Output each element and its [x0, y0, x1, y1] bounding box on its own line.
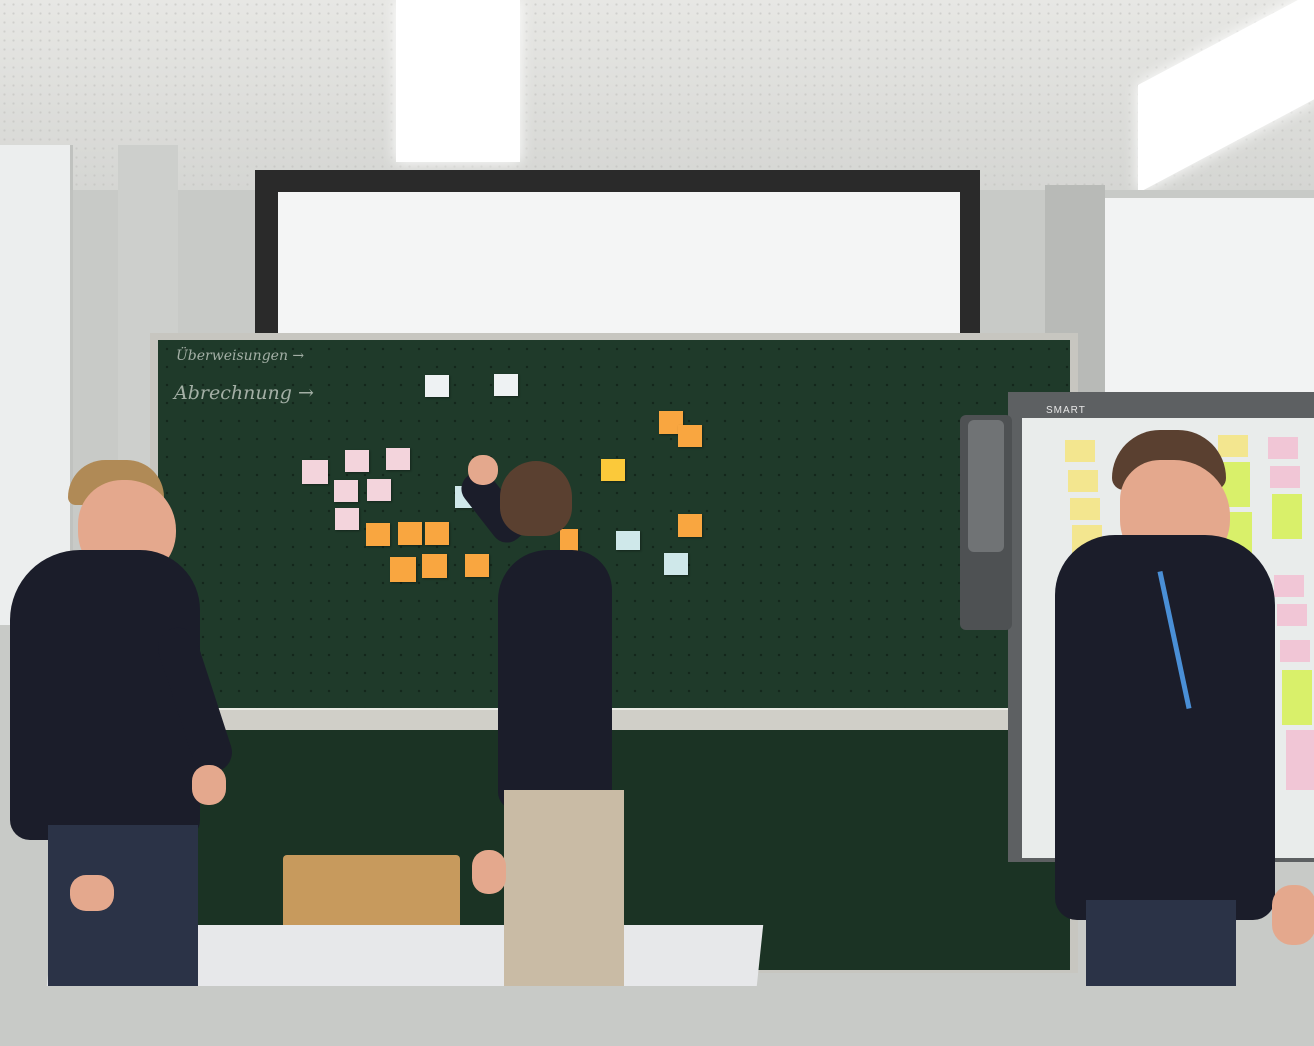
torso: [10, 550, 200, 840]
sticky-note[interactable]: [366, 523, 390, 546]
sticky-note[interactable]: [1272, 494, 1302, 539]
sticky-note[interactable]: [425, 375, 449, 397]
sticky-note[interactable]: [1282, 670, 1312, 725]
smart-board-brand: SMART: [1046, 405, 1086, 416]
sticky-note[interactable]: [678, 425, 702, 447]
board-text-line2: Abrechnung →: [174, 382, 314, 404]
sticky-note[interactable]: [560, 529, 578, 551]
hand: [472, 850, 506, 894]
chalkboard-upper-panel: [158, 340, 1070, 710]
hand: [1272, 885, 1314, 945]
sticky-note[interactable]: [465, 554, 489, 577]
sticky-note[interactable]: [1070, 498, 1100, 520]
sticky-note[interactable]: [659, 411, 683, 434]
sticky-note[interactable]: [386, 448, 410, 470]
sticky-note[interactable]: [345, 450, 369, 472]
sticky-note[interactable]: [601, 459, 625, 481]
legs: [1086, 900, 1236, 986]
trousers: [504, 790, 624, 986]
sticky-note[interactable]: [616, 531, 640, 550]
ceiling-light-left: [396, 0, 520, 162]
person-right: [1050, 430, 1314, 986]
hand: [192, 765, 226, 805]
sticky-note[interactable]: [335, 508, 359, 530]
sticky-note[interactable]: [398, 522, 422, 545]
sticky-note[interactable]: [1218, 435, 1248, 457]
sticky-note[interactable]: [1274, 575, 1304, 597]
right-window: [1105, 198, 1314, 398]
sticky-note[interactable]: [1068, 470, 1098, 492]
person-middle: [454, 455, 635, 986]
sticky-note[interactable]: [425, 522, 449, 545]
speaker-grille: [968, 420, 1004, 552]
sticky-note[interactable]: [390, 557, 416, 582]
sticky-note[interactable]: [664, 553, 688, 575]
hair: [500, 461, 572, 536]
hand: [468, 455, 498, 485]
sticky-note[interactable]: [1277, 604, 1307, 626]
sticky-note[interactable]: [1065, 440, 1095, 462]
legs: [48, 825, 198, 986]
sticky-note[interactable]: [494, 374, 518, 396]
sticky-note[interactable]: [1286, 730, 1314, 790]
sticky-note[interactable]: [302, 460, 328, 484]
person-left: [0, 455, 240, 986]
torso: [498, 550, 612, 810]
projection-screen: [278, 192, 960, 350]
sticky-note[interactable]: [422, 554, 447, 578]
ceiling-texture: [0, 0, 1314, 200]
sticky-note[interactable]: [1270, 466, 1300, 488]
sticky-note[interactable]: [1268, 437, 1298, 459]
chair-back: [283, 855, 460, 935]
board-text-line1: Überweisungen →: [176, 348, 305, 364]
sticky-note[interactable]: [334, 480, 358, 502]
sticky-note[interactable]: [678, 514, 702, 537]
left-wall-panel: [0, 145, 73, 625]
hand: [70, 875, 114, 911]
sticky-note[interactable]: [367, 479, 391, 501]
sticky-note[interactable]: [1280, 640, 1310, 662]
